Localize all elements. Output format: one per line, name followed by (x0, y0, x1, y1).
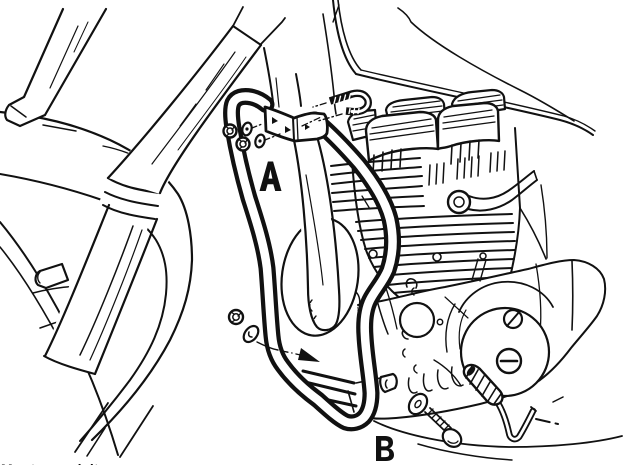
svg-text:Montageanleitung: Montageanleitung (1, 461, 126, 465)
